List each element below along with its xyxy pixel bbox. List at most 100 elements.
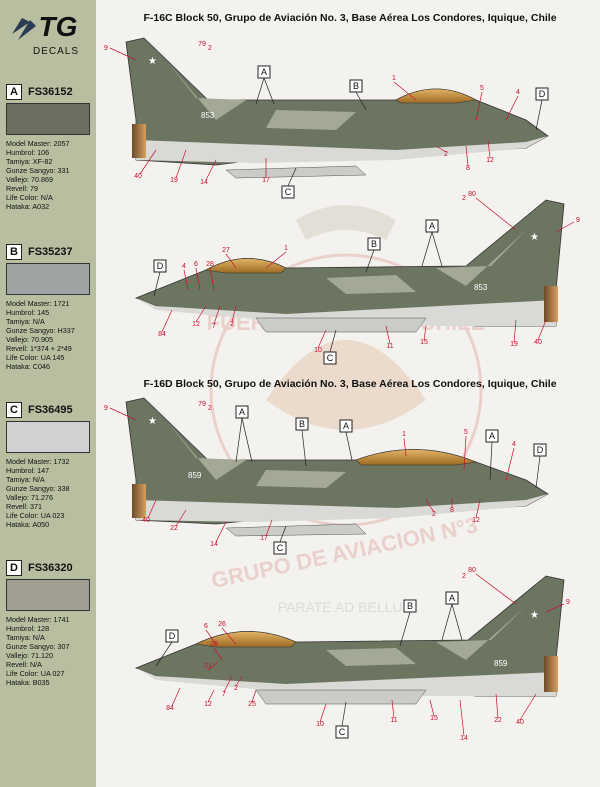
paint-line: Model Master: 1732 — [6, 457, 70, 466]
decal-number: 12 — [472, 517, 480, 524]
color-letter: B — [371, 239, 377, 249]
decal-number: 15 — [430, 715, 438, 722]
callout-letter: B — [403, 599, 417, 613]
tg-decals-logo: TG DECALS — [12, 11, 78, 57]
callout-letter: A — [485, 429, 499, 443]
decal-number: 6 — [194, 261, 198, 268]
callout-letter: C — [335, 725, 349, 739]
decal-number: 2 — [462, 573, 466, 580]
decal-number: 4 — [516, 89, 520, 96]
decal-number: 8 — [450, 507, 454, 514]
paint-line: Hataka: A032 — [6, 202, 50, 211]
decal-number: 14 — [460, 735, 468, 742]
aircraft-profiles: 853 ★ 853 ★ 859 ★ — [104, 37, 580, 742]
f16d-profile-right: 859 ★ — [134, 575, 565, 705]
decal-number: 80 — [468, 191, 476, 198]
callout-letter: A — [445, 591, 459, 605]
paint-line: Humbrol: 128 — [6, 624, 50, 633]
decal-number: 40 — [516, 719, 524, 726]
star-insignia: ★ — [530, 610, 539, 621]
watermark-motto: PARATE AD BELLUM — [278, 599, 414, 615]
color-letter: A — [429, 221, 435, 231]
decal-number: 79 — [198, 401, 206, 408]
decal-number: 4 — [182, 263, 186, 270]
f16c-profile-left: 853 ★ — [125, 37, 549, 179]
decal-number: 2 — [230, 321, 234, 328]
decal-number: 27 — [222, 247, 230, 254]
callout-letter: B — [295, 417, 309, 431]
paint-line: Hataka: B035 — [6, 678, 50, 687]
color-letter: D — [157, 261, 164, 271]
paint-line: Tamiya: N/A — [6, 317, 45, 326]
serial-number: 853 — [201, 111, 215, 120]
swatch-letter: C — [6, 402, 22, 418]
callout-letter: B — [367, 237, 381, 251]
paint-line: Vallejo: 70.869 — [6, 175, 54, 184]
swatch-letter: A — [6, 84, 22, 100]
decal-number: 84 — [166, 705, 174, 712]
decal-number: 11 — [390, 717, 397, 724]
decal-number: 2 — [444, 151, 448, 158]
paint-equivalents: Model Master: 1732 Humbrol: 147 Tamiya: … — [6, 457, 92, 529]
color-letter: C — [285, 187, 292, 197]
callouts-f16d-left: A B A A C D 9 79 2 1 5 4 2 8 12 40 22 14… — [104, 401, 547, 555]
paint-line: Revell: 371 — [6, 502, 42, 511]
color-letter: C — [277, 543, 284, 553]
callout-letter: A — [257, 65, 271, 79]
paint-line: Tamiya: N/A — [6, 633, 45, 642]
callouts-f16d-right: A B C D 80 2 9 6 26 28 21 7 2 25 84 12 1… — [155, 567, 570, 742]
paint-line: Vallejo: 71.120 — [6, 651, 54, 660]
serial-number: 853 — [474, 283, 488, 292]
paint-sidebar: TG DECALS A FS36152 Model Master: 2057 Hu… — [0, 0, 96, 787]
paint-line: Vallejo: 71.276 — [6, 493, 54, 502]
decal-number: 25 — [248, 701, 256, 708]
paint-line: Life Color: UA 023 — [6, 511, 65, 520]
decal-number: 11 — [386, 343, 393, 350]
fs-code: FS36320 — [28, 562, 73, 574]
decal-number: 12 — [192, 321, 200, 328]
color-letter: D — [539, 89, 546, 99]
paint-line: Life Color: UA 145 — [6, 353, 65, 362]
decal-number: 14 — [200, 179, 208, 186]
paint-line: Gunze Sangyo: H337 — [6, 326, 75, 335]
logo-main: TG — [39, 11, 78, 42]
f16c-profile-right: 853 ★ — [134, 199, 565, 333]
paint-line: Model Master: 2057 — [6, 139, 70, 148]
decal-number: 6 — [204, 623, 208, 630]
decal-number: 28 — [210, 641, 218, 648]
color-chip — [6, 421, 90, 453]
decal-number: 10 — [316, 721, 324, 728]
decal-number: 26 — [218, 621, 226, 628]
decal-number: 1 — [392, 75, 396, 82]
fs-code: FS36152 — [28, 86, 73, 98]
callout-letter: B — [349, 79, 363, 93]
decal-number: 5 — [464, 429, 468, 436]
decal-number: 19 — [170, 177, 178, 184]
paint-line: Revell: 79 — [6, 184, 38, 193]
color-letter: A — [239, 407, 245, 417]
callout-letter: A — [339, 419, 353, 433]
decal-number: 10 — [314, 347, 322, 354]
decal-number: 2 — [208, 45, 212, 52]
paint-line: Humbrol: 106 — [6, 148, 50, 157]
paint-equivalents: Model Master: 2057 Humbrol: 106 Tamiya: … — [6, 139, 92, 211]
decal-number: 1 — [402, 431, 406, 438]
decal-number: 21 — [204, 663, 212, 670]
decal-number: 84 — [158, 331, 166, 338]
paint-line: Revell: N/A — [6, 660, 42, 669]
decal-number: 9 — [576, 217, 580, 224]
decal-number: 7 — [212, 323, 216, 330]
section-title-f16c: F-16C Block 50, Grupo de Aviación No. 3,… — [143, 12, 557, 24]
paint-line: Revell: 1*374 + 2*49 — [6, 344, 72, 353]
paint-line: Life Color: UA 027 — [6, 669, 65, 678]
paint-line: Gunze Sangyo: 338 — [6, 484, 70, 493]
callout-letter: D — [535, 87, 549, 101]
callout-letter: D — [165, 629, 179, 643]
swatch-a: A FS36152 Model Master: 2057 Humbrol: 106… — [6, 84, 92, 211]
decal-number: 22 — [494, 717, 502, 724]
color-chip — [6, 263, 90, 295]
decal-number: 17 — [260, 535, 268, 542]
color-letter: A — [489, 431, 495, 441]
serial-number: 859 — [188, 471, 202, 480]
